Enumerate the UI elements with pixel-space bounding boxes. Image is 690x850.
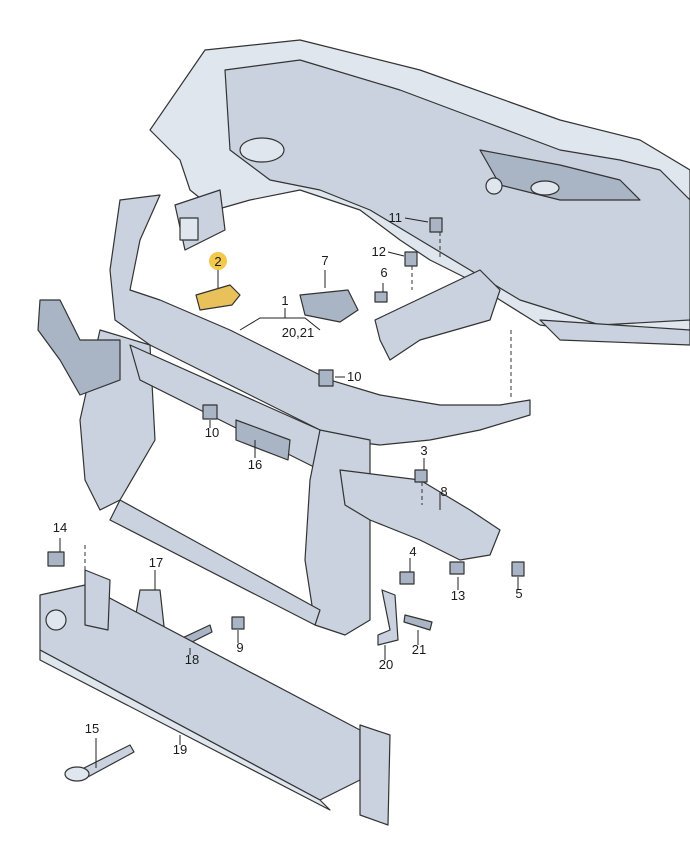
callout-20: 20 <box>379 657 393 672</box>
body-shell <box>149 39 690 346</box>
nut-10a <box>318 369 334 387</box>
tow-eye <box>64 744 135 782</box>
callout-labels: 2 1 20,21 7 6 11 12 10 10 16 3 8 4 13 5 … <box>53 210 523 757</box>
screw-21 <box>403 614 433 631</box>
callout-20-21: 20,21 <box>282 325 315 340</box>
part-2-clip <box>195 284 241 311</box>
callout-11: 11 <box>389 210 403 225</box>
bracket-20 <box>377 589 399 646</box>
bolt-4 <box>399 571 415 585</box>
callout-12: 12 <box>372 244 386 259</box>
callout-19: 19 <box>173 742 187 757</box>
callout-10-top: 10 <box>347 369 361 384</box>
callout-13: 13 <box>451 588 465 603</box>
callout-21: 21 <box>412 642 426 657</box>
callout-5: 5 <box>515 586 522 601</box>
bolt-12 <box>404 251 418 267</box>
nut-9 <box>231 616 245 630</box>
nut-10b <box>202 404 218 420</box>
bolt-11 <box>429 217 443 233</box>
callout-16: 16 <box>248 457 262 472</box>
callout-2: 2 <box>214 254 221 269</box>
callout-2-highlight <box>209 252 227 270</box>
callout-10-bottom: 10 <box>205 425 219 440</box>
part-7-bracket <box>299 289 359 323</box>
screw-6 <box>374 291 388 303</box>
callout-3: 3 <box>420 443 427 458</box>
clip-5 <box>511 561 525 577</box>
callout-4: 4 <box>409 544 416 559</box>
part-16-pad <box>235 419 291 461</box>
callout-1: 1 <box>281 293 288 308</box>
dashed-leaders <box>84 232 512 575</box>
lock-carrier <box>37 194 531 636</box>
clip-3 <box>414 469 428 483</box>
bolt-13 <box>449 561 465 575</box>
callout-15: 15 <box>85 721 99 736</box>
bumper-beam <box>39 569 391 826</box>
callout-6: 6 <box>380 265 387 280</box>
callout-14: 14 <box>53 520 67 535</box>
callout-7: 7 <box>321 253 328 268</box>
callout-18: 18 <box>185 652 199 667</box>
callout-8: 8 <box>440 484 447 499</box>
leader-lines <box>59 217 519 768</box>
bolt-14 <box>47 551 65 567</box>
callout-17: 17 <box>149 555 163 570</box>
callout-9: 9 <box>236 640 243 655</box>
